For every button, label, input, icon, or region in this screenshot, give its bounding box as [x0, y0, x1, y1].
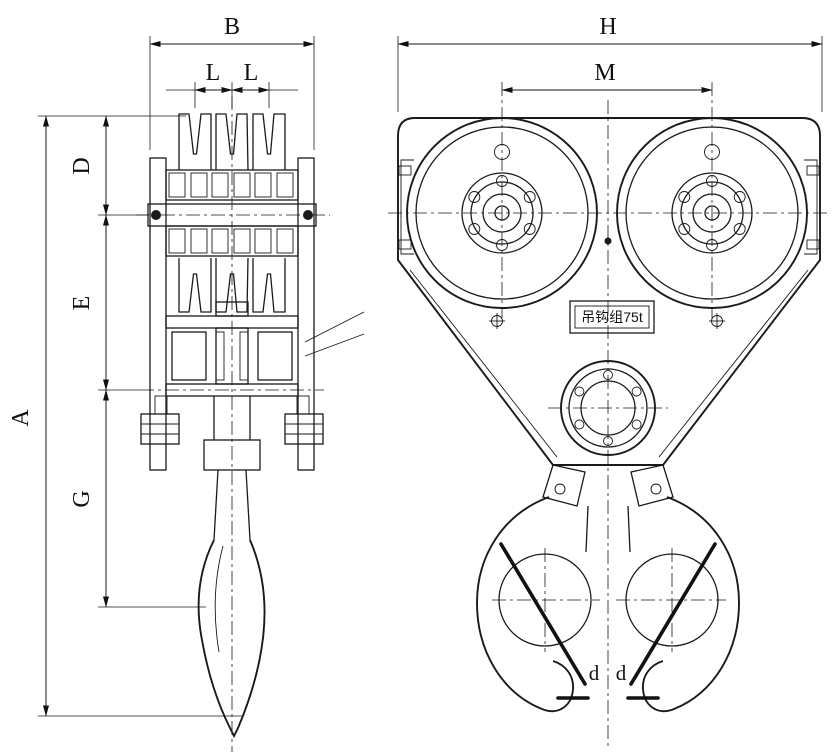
right-hook-profile	[642, 496, 740, 713]
dim-label-M: M	[594, 60, 615, 86]
hook-shank	[203, 396, 261, 541]
dim-label-G: G	[69, 490, 95, 507]
right-sheave-top-hole	[704, 144, 720, 160]
dim-label-d2: d	[616, 661, 627, 685]
left-sheave-top-hole	[494, 144, 510, 160]
sheave-bottom-rims	[178, 257, 286, 313]
right-sheave	[616, 117, 808, 309]
dimension-H: H	[397, 14, 823, 112]
crosshead-assembly	[165, 301, 365, 397]
plate-taper-inner-right	[658, 269, 809, 458]
dimension-E: E	[69, 214, 140, 391]
right-hook-bracket	[630, 464, 674, 507]
dim-label-B: B	[224, 14, 240, 40]
hook-side-profile	[197, 539, 266, 739]
plate-outline	[397, 117, 821, 466]
left-hook-throat-circle	[498, 553, 592, 647]
right-hook-latch	[626, 542, 717, 700]
dimension-L: L L	[166, 60, 298, 108]
sheave-top-rims	[178, 113, 286, 171]
axle-end-right	[303, 210, 313, 220]
dimension-B: B	[149, 14, 315, 150]
dim-label-d1: d	[589, 661, 600, 685]
left-sheave	[406, 117, 598, 309]
left-taper-bolt	[489, 313, 505, 329]
right-hook-throat-circle	[625, 553, 719, 647]
leader-line-1	[304, 311, 365, 343]
hook-shank-right-edge	[627, 505, 631, 553]
leader-line-2	[304, 333, 365, 357]
hook-shank-left-edge	[585, 505, 589, 553]
dimension-A: A	[8, 115, 242, 717]
nameplate: 吊钩组75t	[569, 300, 655, 334]
right-edge-bracket	[804, 159, 820, 255]
right-flange	[284, 395, 324, 445]
center-hub	[560, 360, 656, 456]
left-hook-profile	[476, 496, 574, 713]
right-cheek-plate	[297, 157, 315, 471]
left-cheek-plate	[149, 157, 167, 471]
dimension-D: D	[69, 115, 148, 216]
right-taper-bolt	[709, 313, 725, 329]
dim-label-L2: L	[244, 60, 259, 86]
plate-taper-inner-left	[409, 269, 558, 458]
side-view: B L L A D	[8, 14, 365, 752]
dim-label-E: E	[69, 296, 95, 311]
dim-label-D: D	[69, 157, 95, 174]
upper-bearing-row	[165, 169, 299, 201]
lower-bearing-row	[165, 225, 299, 257]
dim-label-A: A	[8, 409, 34, 427]
dimension-G: G	[69, 389, 206, 608]
dimension-M: M	[501, 60, 713, 93]
nameplate-text: 吊钩组75t	[581, 309, 643, 325]
left-hook-latch	[499, 542, 590, 700]
left-edge-bracket	[398, 159, 414, 255]
left-flange	[140, 395, 180, 445]
dim-label-H: H	[599, 14, 616, 40]
axle-end-left	[151, 210, 161, 220]
left-hook-bracket	[542, 464, 586, 507]
center-pin	[604, 237, 612, 245]
dim-label-L1: L	[206, 60, 221, 86]
front-view: 吊钩组75t	[388, 14, 830, 748]
